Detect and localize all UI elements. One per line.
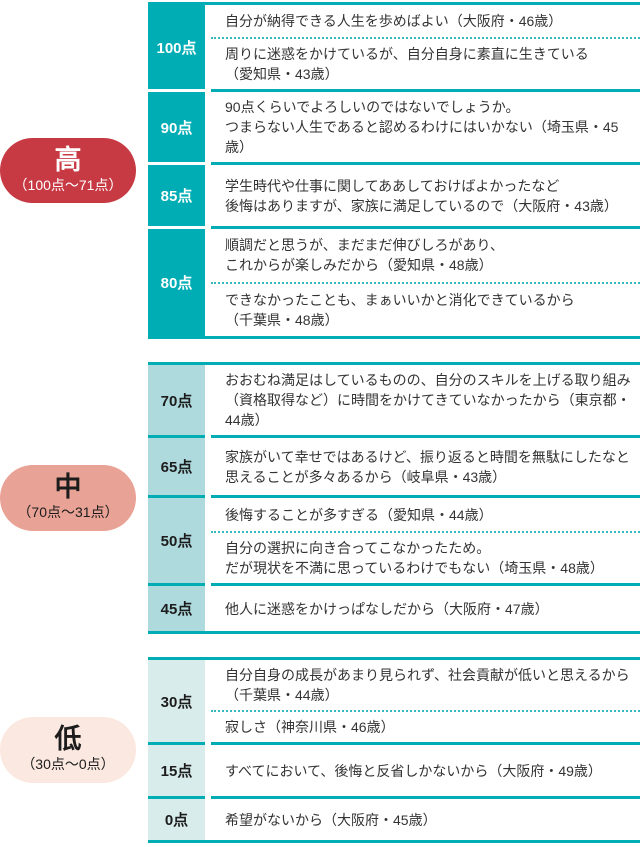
comment-cell: 後悔することが多すぎる（愛知県・44歳） 自分の選択に向き合ってこなかったため。… [211, 495, 640, 583]
section-mid: 中 （70点～31点） 70点 おおむね満足はしているものの、自分のスキルを上げ… [0, 362, 640, 634]
comment-text: 希望がないから（大阪府・45歳） [225, 811, 437, 828]
score-row-80: 80点 順調だと思うが、まだまだ伸びしろがあり、 これからが楽しみだから（愛知県… [148, 226, 640, 336]
score-label: 65点 [148, 435, 205, 495]
comment-cell: すべてにおいて、後悔と反省しかないから（大阪府・49歳） [211, 742, 640, 796]
score-row-70: 70点 おおむね満足はしているものの、自分のスキルを上げる取り組み （資格取得な… [148, 365, 640, 435]
badge-column-low: 低 （30点～0点） [0, 657, 148, 843]
comment-cell: おおむね満足はしているものの、自分のスキルを上げる取り組み （資格取得など）に時… [211, 365, 640, 435]
section-low: 低 （30点～0点） 30点 自分自身の成長があまり見られず、社会貢献が低いと思… [0, 657, 640, 843]
score-row-65: 65点 家族がいて幸せではあるけど、振り返ると時間を無駄にしたなと 思えることが… [148, 435, 640, 495]
comment-cell: 希望がないから（大阪府・45歳） [211, 796, 640, 840]
grade-badge-high: 高 （100点～71点） [0, 137, 136, 204]
score-row-0: 0点 希望がないから（大阪府・45歳） [148, 796, 640, 840]
score-label: 70点 [148, 365, 205, 435]
comment-text: 自分自身の成長があまり見られず、社会貢献が低いと思えるから （千葉県・44歳） [225, 667, 630, 703]
comment-cell: 学生時代や仕事に関してああしておけばよかったなど 後悔はありますが、家族に満足し… [211, 162, 640, 226]
badge-label: 中 [54, 472, 82, 503]
comment-text: 寂しさ（神奈川県・46歳） [211, 710, 640, 742]
badge-column-high: 高 （100点～71点） [0, 2, 148, 339]
score-label: 0点 [148, 796, 205, 840]
score-label: 15点 [148, 742, 205, 796]
comment-cell: 自分が納得できる人生を歩めばよい（大阪府・46歳） 周りに迷惑をかけているが、自… [211, 5, 640, 89]
score-row-45: 45点 他人に迷惑をかけっぱなしだから（大阪府・47歳） [148, 583, 640, 631]
score-label: 80点 [148, 226, 205, 336]
score-label: 85点 [148, 162, 205, 226]
score-row-30: 30点 自分自身の成長があまり見られず、社会貢献が低いと思えるから （千葉県・4… [148, 660, 640, 742]
score-row-15: 15点 すべてにおいて、後悔と反省しかないから（大阪府・49歳） [148, 742, 640, 796]
score-row-50: 50点 後悔することが多すぎる（愛知県・44歳） 自分の選択に向き合ってこなかっ… [148, 495, 640, 583]
comment-text: 90点くらいでよろしいのではないでしょうか。 つまらない人生であると認めるわけに… [225, 99, 619, 155]
badge-range: （30点～0点） [21, 756, 115, 773]
badge-label: 低 [54, 724, 82, 755]
comment-text: 順調だと思うが、まだまだ伸びしろがあり、 これからが楽しみだから（愛知県・48歳… [225, 237, 504, 274]
comment-text: できなかったことも、まぁいいかと消化できているから （千葉県・48歳） [211, 281, 640, 337]
score-row-100: 100点 自分が納得できる人生を歩めばよい（大阪府・46歳） 周りに迷惑をかけて… [148, 5, 640, 89]
comment-cell: 順調だと思うが、まだまだ伸びしろがあり、 これからが楽しみだから（愛知県・48歳… [211, 226, 640, 336]
badge-range: （100点～71点） [13, 176, 123, 193]
badge-range: （70点～31点） [17, 504, 119, 521]
comment-text: 他人に迷惑をかけっぱなしだから（大阪府・47歳） [225, 600, 549, 617]
comment-text: 後悔することが多すぎる（愛知県・44歳） [225, 506, 493, 523]
score-table-low: 30点 自分自身の成長があまり見られず、社会貢献が低いと思えるから （千葉県・4… [148, 657, 640, 843]
score-label: 90点 [148, 89, 205, 162]
comment-text: 自分の選択に向き合ってこなかったため。 だが現状を不満に思っているわけでもない（… [211, 531, 640, 583]
score-label: 30点 [148, 660, 205, 742]
badge-column-mid: 中 （70点～31点） [0, 362, 148, 634]
comment-text: 周りに迷惑をかけているが、自分自身に素直に生きている （愛知県・43歳） [211, 37, 640, 89]
score-label: 100点 [148, 5, 205, 89]
grade-badge-mid: 中 （70点～31点） [0, 465, 136, 531]
comment-cell: 家族がいて幸せではあるけど、振り返ると時間を無駄にしたなと 思えることが多々ある… [211, 435, 640, 495]
badge-label: 高 [54, 144, 82, 175]
section-high: 高 （100点～71点） 100点 自分が納得できる人生を歩めばよい（大阪府・4… [0, 2, 640, 339]
comment-text: 家族がいて幸せではあるけど、振り返ると時間を無駄にしたなと 思えることが多々ある… [225, 448, 630, 485]
comment-text: おおむね満足はしているものの、自分のスキルを上げる取り組み （資格取得など）に時… [225, 372, 631, 428]
score-table-high: 100点 自分が納得できる人生を歩めばよい（大阪府・46歳） 周りに迷惑をかけて… [148, 2, 640, 339]
score-table-mid: 70点 おおむね満足はしているものの、自分のスキルを上げる取り組み （資格取得な… [148, 362, 640, 634]
comment-cell: 90点くらいでよろしいのではないでしょうか。 つまらない人生であると認めるわけに… [211, 89, 640, 162]
grade-badge-low: 低 （30点～0点） [0, 717, 136, 783]
comment-cell: 他人に迷惑をかけっぱなしだから（大阪府・47歳） [211, 583, 640, 631]
comment-text: 学生時代や仕事に関してああしておけばよかったなど 後悔はありますが、家族に満足し… [225, 177, 618, 214]
score-row-90: 90点 90点くらいでよろしいのではないでしょうか。 つまらない人生であると認め… [148, 89, 640, 162]
comment-text: 自分が納得できる人生を歩めばよい（大阪府・46歳） [225, 13, 563, 29]
score-label: 45点 [148, 583, 205, 631]
score-label: 50点 [148, 495, 205, 583]
comment-text: すべてにおいて、後悔と反省しかないから（大阪府・49歳） [225, 762, 602, 779]
score-row-85: 85点 学生時代や仕事に関してああしておけばよかったなど 後悔はありますが、家族… [148, 162, 640, 226]
comment-cell: 自分自身の成長があまり見られず、社会貢献が低いと思えるから （千葉県・44歳） … [211, 660, 640, 742]
